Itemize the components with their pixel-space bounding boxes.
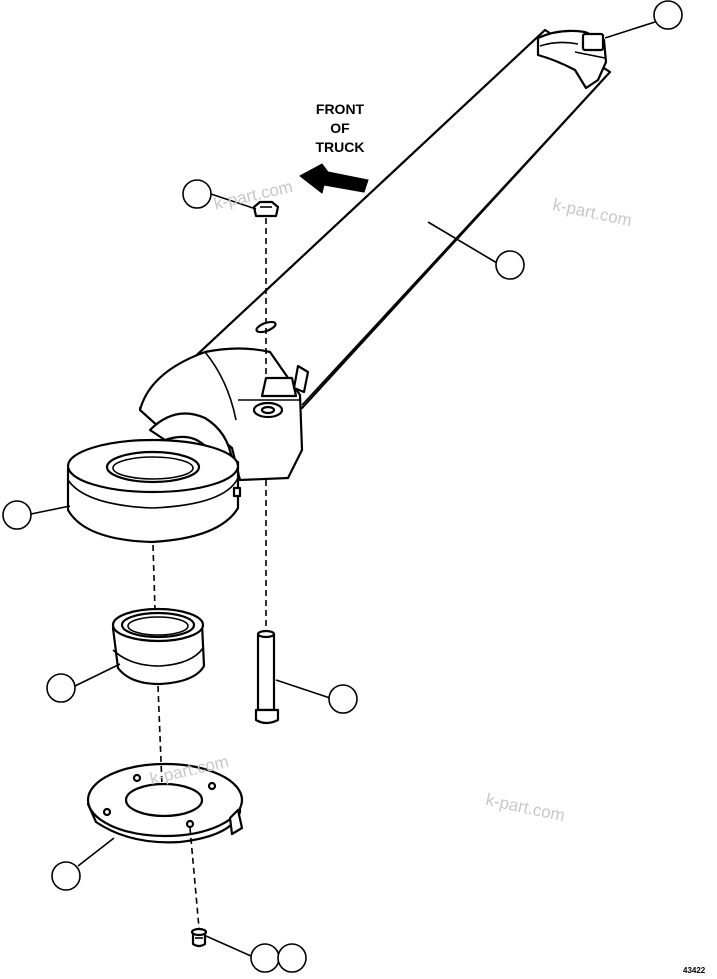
callout-nut xyxy=(182,179,212,209)
retainer-plate xyxy=(86,762,244,844)
assembly-lines xyxy=(152,218,267,929)
bolt xyxy=(254,629,280,725)
nut xyxy=(252,200,280,218)
figure-number: 43422 xyxy=(683,966,706,975)
bearing-housing xyxy=(66,438,242,544)
direction-note-line2: OF xyxy=(330,120,350,136)
direction-note-line3: TRUCK xyxy=(315,139,365,155)
pivot-mount xyxy=(138,347,310,482)
callout-axle-tube xyxy=(495,250,525,280)
screw xyxy=(190,927,208,948)
callout-screw-a xyxy=(250,943,280,973)
callout-bearing xyxy=(46,673,76,703)
end-clamp xyxy=(536,29,608,90)
callout-bearing-housing xyxy=(2,500,32,530)
callout-end-clamp xyxy=(653,0,683,30)
callout-bolt xyxy=(328,684,358,714)
leader-lines xyxy=(30,21,656,957)
callout-screw-b xyxy=(277,943,307,973)
direction-note: FRONT OF TRUCK xyxy=(300,100,380,157)
bearing xyxy=(111,607,206,686)
direction-note-line1: FRONT xyxy=(315,101,365,117)
front-direction-arrow xyxy=(299,163,369,194)
callout-circles xyxy=(2,0,683,973)
callout-retainer-plate xyxy=(51,861,81,891)
